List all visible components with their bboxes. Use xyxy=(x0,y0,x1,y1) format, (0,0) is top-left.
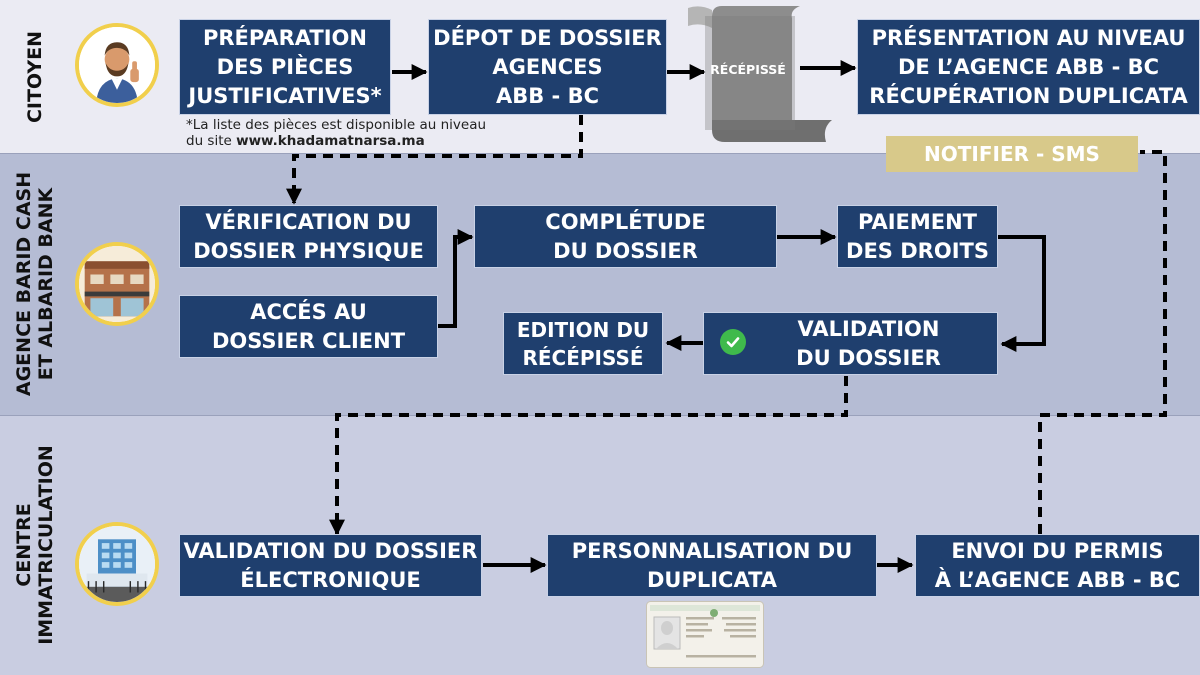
building-avatar xyxy=(75,522,159,606)
text-line: DES DROITS xyxy=(846,238,989,263)
site-link: www.khadamatnarsa.ma xyxy=(236,133,425,149)
box-validation-electronique: VALIDATION DU DOSSIER ÉLECTRONIQUE xyxy=(179,534,482,597)
text-line: VALIDATION xyxy=(797,316,940,341)
text-line: ACCÉS AU xyxy=(250,299,367,324)
text-line: RÉCÉPISSÉ xyxy=(522,345,644,370)
box-paiement: PAIEMENT DES DROITS xyxy=(837,205,998,268)
text-line: RÉCUPÉRATION DUPLICATA xyxy=(869,83,1188,108)
text-line: DE L’AGENCE ABB - BC xyxy=(897,54,1160,79)
note-line1: *La liste des pièces est disponible au n… xyxy=(186,117,487,133)
box-verification: VÉRIFICATION DU DOSSIER PHYSIQUE xyxy=(179,205,438,268)
notify-sms-badge: NOTIFIER - SMS xyxy=(886,136,1138,172)
text-line: PAIEMENT xyxy=(857,209,978,234)
text-line: DU DOSSIER xyxy=(553,238,698,263)
box-envoi: ENVOI DU PERMIS À L’AGENCE ABB - BC xyxy=(915,534,1200,597)
note-line2-prefix: du site xyxy=(186,133,237,149)
text-line: CENTRE xyxy=(13,503,36,587)
text-line: ÉLECTRONIQUE xyxy=(240,567,421,592)
text-line: AGENCES xyxy=(492,54,603,79)
text-line: ET ALBARID BANK xyxy=(35,187,58,381)
text-line: DOSSIER CLIENT xyxy=(211,328,406,353)
man-thumbs-up-avatar xyxy=(75,23,159,107)
box-edition: EDITION DU RÉCÉPISSÉ xyxy=(503,312,663,375)
storefront-avatar xyxy=(75,242,159,326)
text-line: DÉPOT DE DOSSIER xyxy=(433,25,662,50)
license-card-image xyxy=(646,601,764,668)
text-line: JUSTIFICATIVES* xyxy=(188,83,382,108)
box-depot: DÉPOT DE DOSSIER AGENCES ABB - BC xyxy=(428,19,667,115)
text-line: DUPLICATA xyxy=(646,567,778,592)
box-personnalisation: PERSONNALISATION DU DUPLICATA xyxy=(547,534,877,597)
box-preparation: PRÉPARATION DES PIÈCES JUSTIFICATIVES* xyxy=(179,19,391,115)
text-line: CITOYEN xyxy=(24,30,46,123)
text-line: PRÉPARATION xyxy=(203,25,367,50)
text-line: VÉRIFICATION DU xyxy=(205,209,412,234)
text-line: COMPLÉTUDE xyxy=(545,209,706,234)
text-line: AGENCE BARID CASH xyxy=(13,171,36,397)
text-line: DU DOSSIER xyxy=(796,345,941,370)
text-line: DOSSIER PHYSIQUE xyxy=(193,238,424,263)
text-line: DES PIÈCES xyxy=(216,54,354,79)
text-line: PRÉSENTATION AU NIVEAU xyxy=(871,25,1186,50)
check-circle-icon xyxy=(720,329,746,355)
lane-label-text: CITOYEN xyxy=(24,30,46,122)
lane-label-citoyen: CITOYEN xyxy=(0,0,70,153)
box-completude: COMPLÉTUDE DU DOSSIER xyxy=(474,205,777,268)
text-line: IMMATRICULATION xyxy=(35,445,58,645)
pieces-note: *La liste des pièces est disponible au n… xyxy=(186,117,486,149)
box-presentation: PRÉSENTATION AU NIVEAU DE L’AGENCE ABB - … xyxy=(857,19,1200,115)
box-acces: ACCÉS AU DOSSIER CLIENT xyxy=(179,295,438,358)
lane-divider xyxy=(0,153,1200,154)
text-line: EDITION DU xyxy=(516,317,650,342)
text-line: PERSONNALISATION DU xyxy=(571,538,853,563)
box-validation-dossier: VALIDATION DU DOSSIER xyxy=(703,312,998,375)
text-line: À L’AGENCE ABB - BC xyxy=(934,567,1181,592)
text-line: ENVOI DU PERMIS xyxy=(951,538,1164,563)
recepisse-label: RÉCÉPISSÉ xyxy=(710,62,786,77)
lane-divider xyxy=(0,415,1200,416)
lane-agence xyxy=(0,153,1200,415)
text-line: VALIDATION DU DOSSIER xyxy=(183,538,478,563)
text-line: ABB - BC xyxy=(495,83,600,108)
